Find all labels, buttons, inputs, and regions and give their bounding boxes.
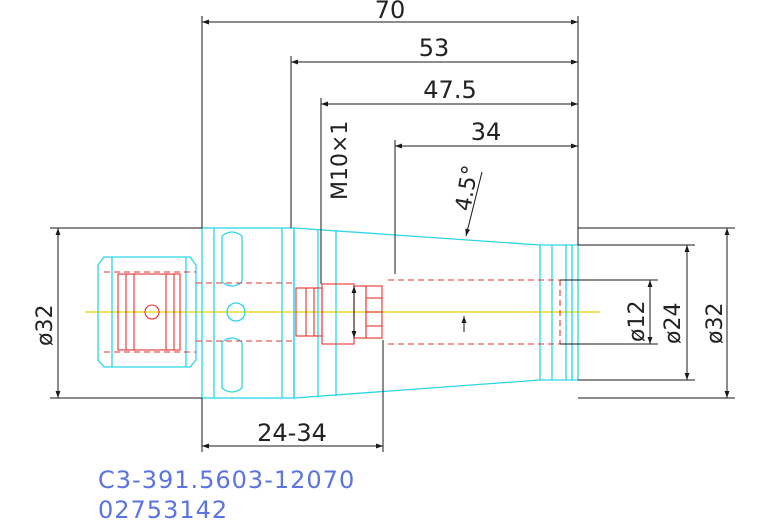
part-outline xyxy=(97,227,579,399)
dim-diameter-12: ø12 xyxy=(625,301,650,342)
dim-overall-length: 70 xyxy=(375,0,406,24)
dim-clamping-range: 24-34 xyxy=(257,419,327,447)
dim-length-47-5: 47.5 xyxy=(423,76,476,104)
order-code: C3-391.5603-12070 xyxy=(98,466,356,494)
dim-diameter-32: ø32 xyxy=(703,303,728,344)
dim-length-34: 34 xyxy=(471,118,502,146)
hidden-lines xyxy=(104,271,561,353)
dimension-lines xyxy=(50,16,735,452)
dim-diameter-left: ø32 xyxy=(33,305,58,346)
dim-length-53: 53 xyxy=(419,34,450,62)
dim-taper-angle: 4.5° xyxy=(451,163,484,213)
dim-diameter-24: ø24 xyxy=(661,303,686,344)
dim-thread: M10×1 xyxy=(328,121,353,200)
item-number: 02753142 xyxy=(98,496,229,524)
